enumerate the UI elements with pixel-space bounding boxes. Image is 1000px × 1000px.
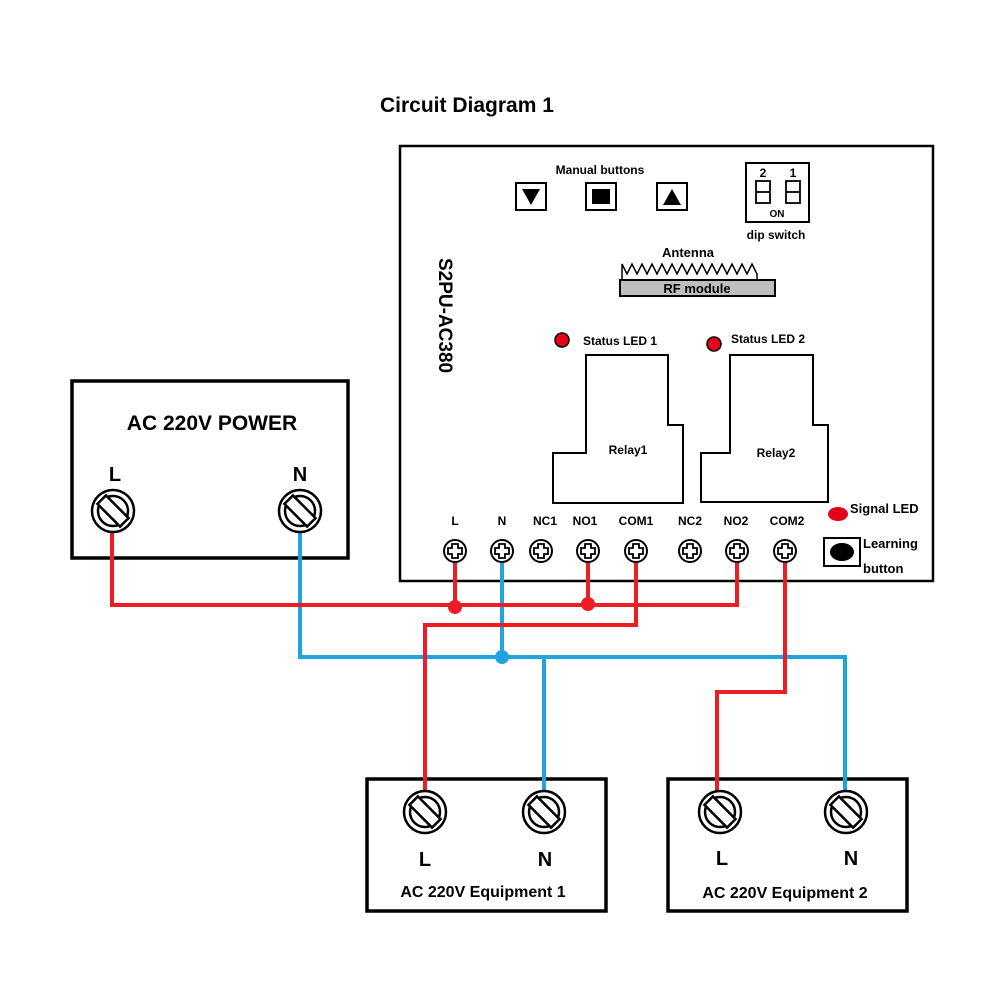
stop-button[interactable] <box>585 182 617 211</box>
terminal-label-n: N <box>498 514 507 528</box>
up-triangle-icon <box>663 189 681 205</box>
power-l-label: L <box>109 464 121 486</box>
down-triangle-icon <box>522 189 540 205</box>
junction-neutral <box>495 650 509 664</box>
wire-neutral-main <box>298 533 847 792</box>
diagram-title: Circuit Diagram 1 <box>380 94 554 117</box>
terminal-com2 <box>773 539 797 563</box>
power-title: AC 220V POWER <box>127 412 297 435</box>
wire-com2-to-equipment-2 <box>715 553 787 792</box>
equipment-1-l-label: L <box>419 849 431 871</box>
terminal-label-nc2: NC2 <box>678 514 702 528</box>
antenna-coil <box>621 262 758 280</box>
relay-2-label: Relay2 <box>757 446 796 460</box>
learning-button-label-2: button <box>863 561 903 576</box>
terminal-label-com2: COM2 <box>770 514 805 528</box>
terminal-n <box>490 539 514 563</box>
relay-1 <box>552 354 684 504</box>
power-n-screw-terminal <box>277 488 323 534</box>
down-button[interactable] <box>515 182 547 211</box>
wire-live-main <box>110 533 739 607</box>
terminal-no1 <box>576 539 600 563</box>
equipment-1-title: AC 220V Equipment 1 <box>400 884 565 901</box>
terminal-com1 <box>624 539 648 563</box>
relay-2 <box>700 354 829 503</box>
dip-switch-label: dip switch <box>747 228 806 242</box>
controller-model: S2PU-AC380 <box>434 258 455 373</box>
terminal-nc1 <box>529 539 553 563</box>
junction-live-l <box>448 600 462 614</box>
stop-square-icon <box>592 189 610 204</box>
equipment-2-l-screw-terminal <box>697 789 743 835</box>
equipment-1-n-screw-terminal <box>521 789 567 835</box>
manual-buttons-label: Manual buttons <box>556 163 645 177</box>
junction-live-no1 <box>581 597 595 611</box>
status-led-1-icon <box>554 332 570 348</box>
equipment-1-n-label: N <box>538 849 552 871</box>
dip-switch[interactable]: 2 1 ON <box>745 162 810 223</box>
rf-module <box>619 279 776 297</box>
equipment-2-l-label: L <box>716 848 728 870</box>
dip-on-label: ON <box>770 209 785 220</box>
equipment-2-title: AC 220V Equipment 2 <box>702 885 867 902</box>
power-l-screw-terminal <box>90 488 136 534</box>
status-led-2-icon <box>706 336 722 352</box>
equipment-1-l-screw-terminal <box>402 789 448 835</box>
relay-1-label: Relay1 <box>609 443 648 457</box>
equipment-2-n-screw-terminal <box>823 789 869 835</box>
signal-led-icon <box>828 507 848 521</box>
dip-number-2: 2 <box>760 166 767 180</box>
antenna-label: Antenna <box>662 245 715 260</box>
terminal-nc2 <box>678 539 702 563</box>
status-led-1-label: Status LED 1 <box>583 334 657 348</box>
up-button[interactable] <box>656 182 688 211</box>
terminal-label-no1: NO1 <box>573 514 598 528</box>
terminal-label-nc1: NC1 <box>533 514 557 528</box>
terminal-label-no2: NO2 <box>724 514 749 528</box>
learning-button-label-1: Learning <box>863 536 918 551</box>
equipment-2-n-label: N <box>844 848 858 870</box>
dip-number-1: 1 <box>790 166 797 180</box>
learning-button[interactable] <box>823 537 861 567</box>
rf-module-label: RF module <box>663 281 730 296</box>
terminal-l <box>443 539 467 563</box>
wire-com1-to-equipment-1 <box>423 553 638 792</box>
status-led-2-label: Status LED 2 <box>731 332 805 346</box>
terminal-label-l: L <box>451 514 458 528</box>
power-n-label: N <box>293 464 307 486</box>
terminal-no2 <box>725 539 749 563</box>
terminal-label-com1: COM1 <box>619 514 654 528</box>
signal-led-label: Signal LED <box>850 501 919 516</box>
